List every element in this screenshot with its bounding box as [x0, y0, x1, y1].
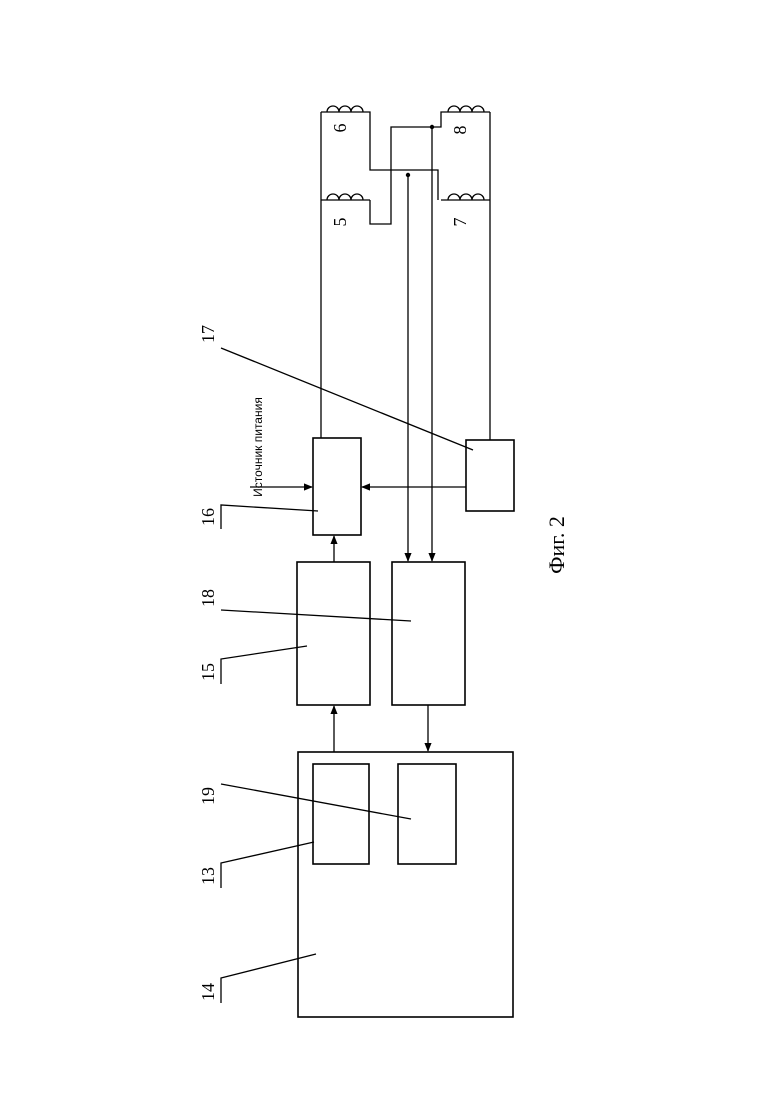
label-19: 19 — [198, 787, 218, 805]
label-6: 6 — [330, 124, 350, 133]
coil-7 — [448, 194, 484, 200]
junction-dot — [430, 125, 434, 129]
power-source-label: Источник питания — [251, 397, 265, 497]
wire-coil5-to-coil8 — [370, 112, 490, 224]
label-18: 18 — [198, 589, 218, 607]
block-13 — [313, 764, 369, 864]
block-16 — [313, 438, 361, 535]
label-7: 7 — [450, 218, 470, 227]
coil-8 — [448, 106, 484, 112]
block-19 — [398, 764, 456, 864]
label-14: 14 — [198, 983, 218, 1001]
block-17 — [466, 440, 514, 511]
label-8: 8 — [450, 126, 470, 135]
leader-16 — [221, 505, 318, 529]
junction-dot — [406, 173, 410, 177]
label-13: 13 — [198, 867, 218, 885]
coil-5 — [327, 194, 363, 200]
label-15: 15 — [198, 663, 218, 681]
label-16: 16 — [198, 508, 218, 526]
label-17: 17 — [198, 325, 218, 343]
block-15 — [297, 562, 370, 705]
leader-15 — [221, 646, 307, 684]
figure-caption: Фиг. 2 — [544, 516, 569, 574]
label-5: 5 — [330, 218, 350, 227]
coil-6 — [327, 106, 363, 112]
block-18 — [392, 562, 465, 705]
